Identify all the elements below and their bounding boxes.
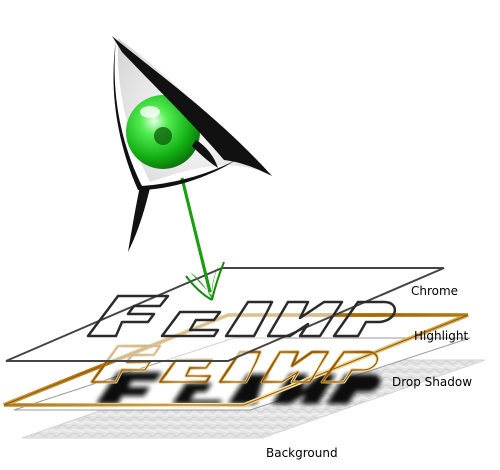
eye-icon	[112, 36, 272, 252]
drop-shadow-label: Drop Shadow	[392, 375, 473, 389]
highlight-label: Highlight	[414, 329, 469, 343]
chrome-label: Chrome	[411, 284, 459, 298]
chrome-layer	[5, 267, 445, 362]
sight-arrow	[180, 177, 225, 301]
drop-shadow-layer	[13, 337, 471, 411]
background-label: Background	[266, 446, 338, 460]
